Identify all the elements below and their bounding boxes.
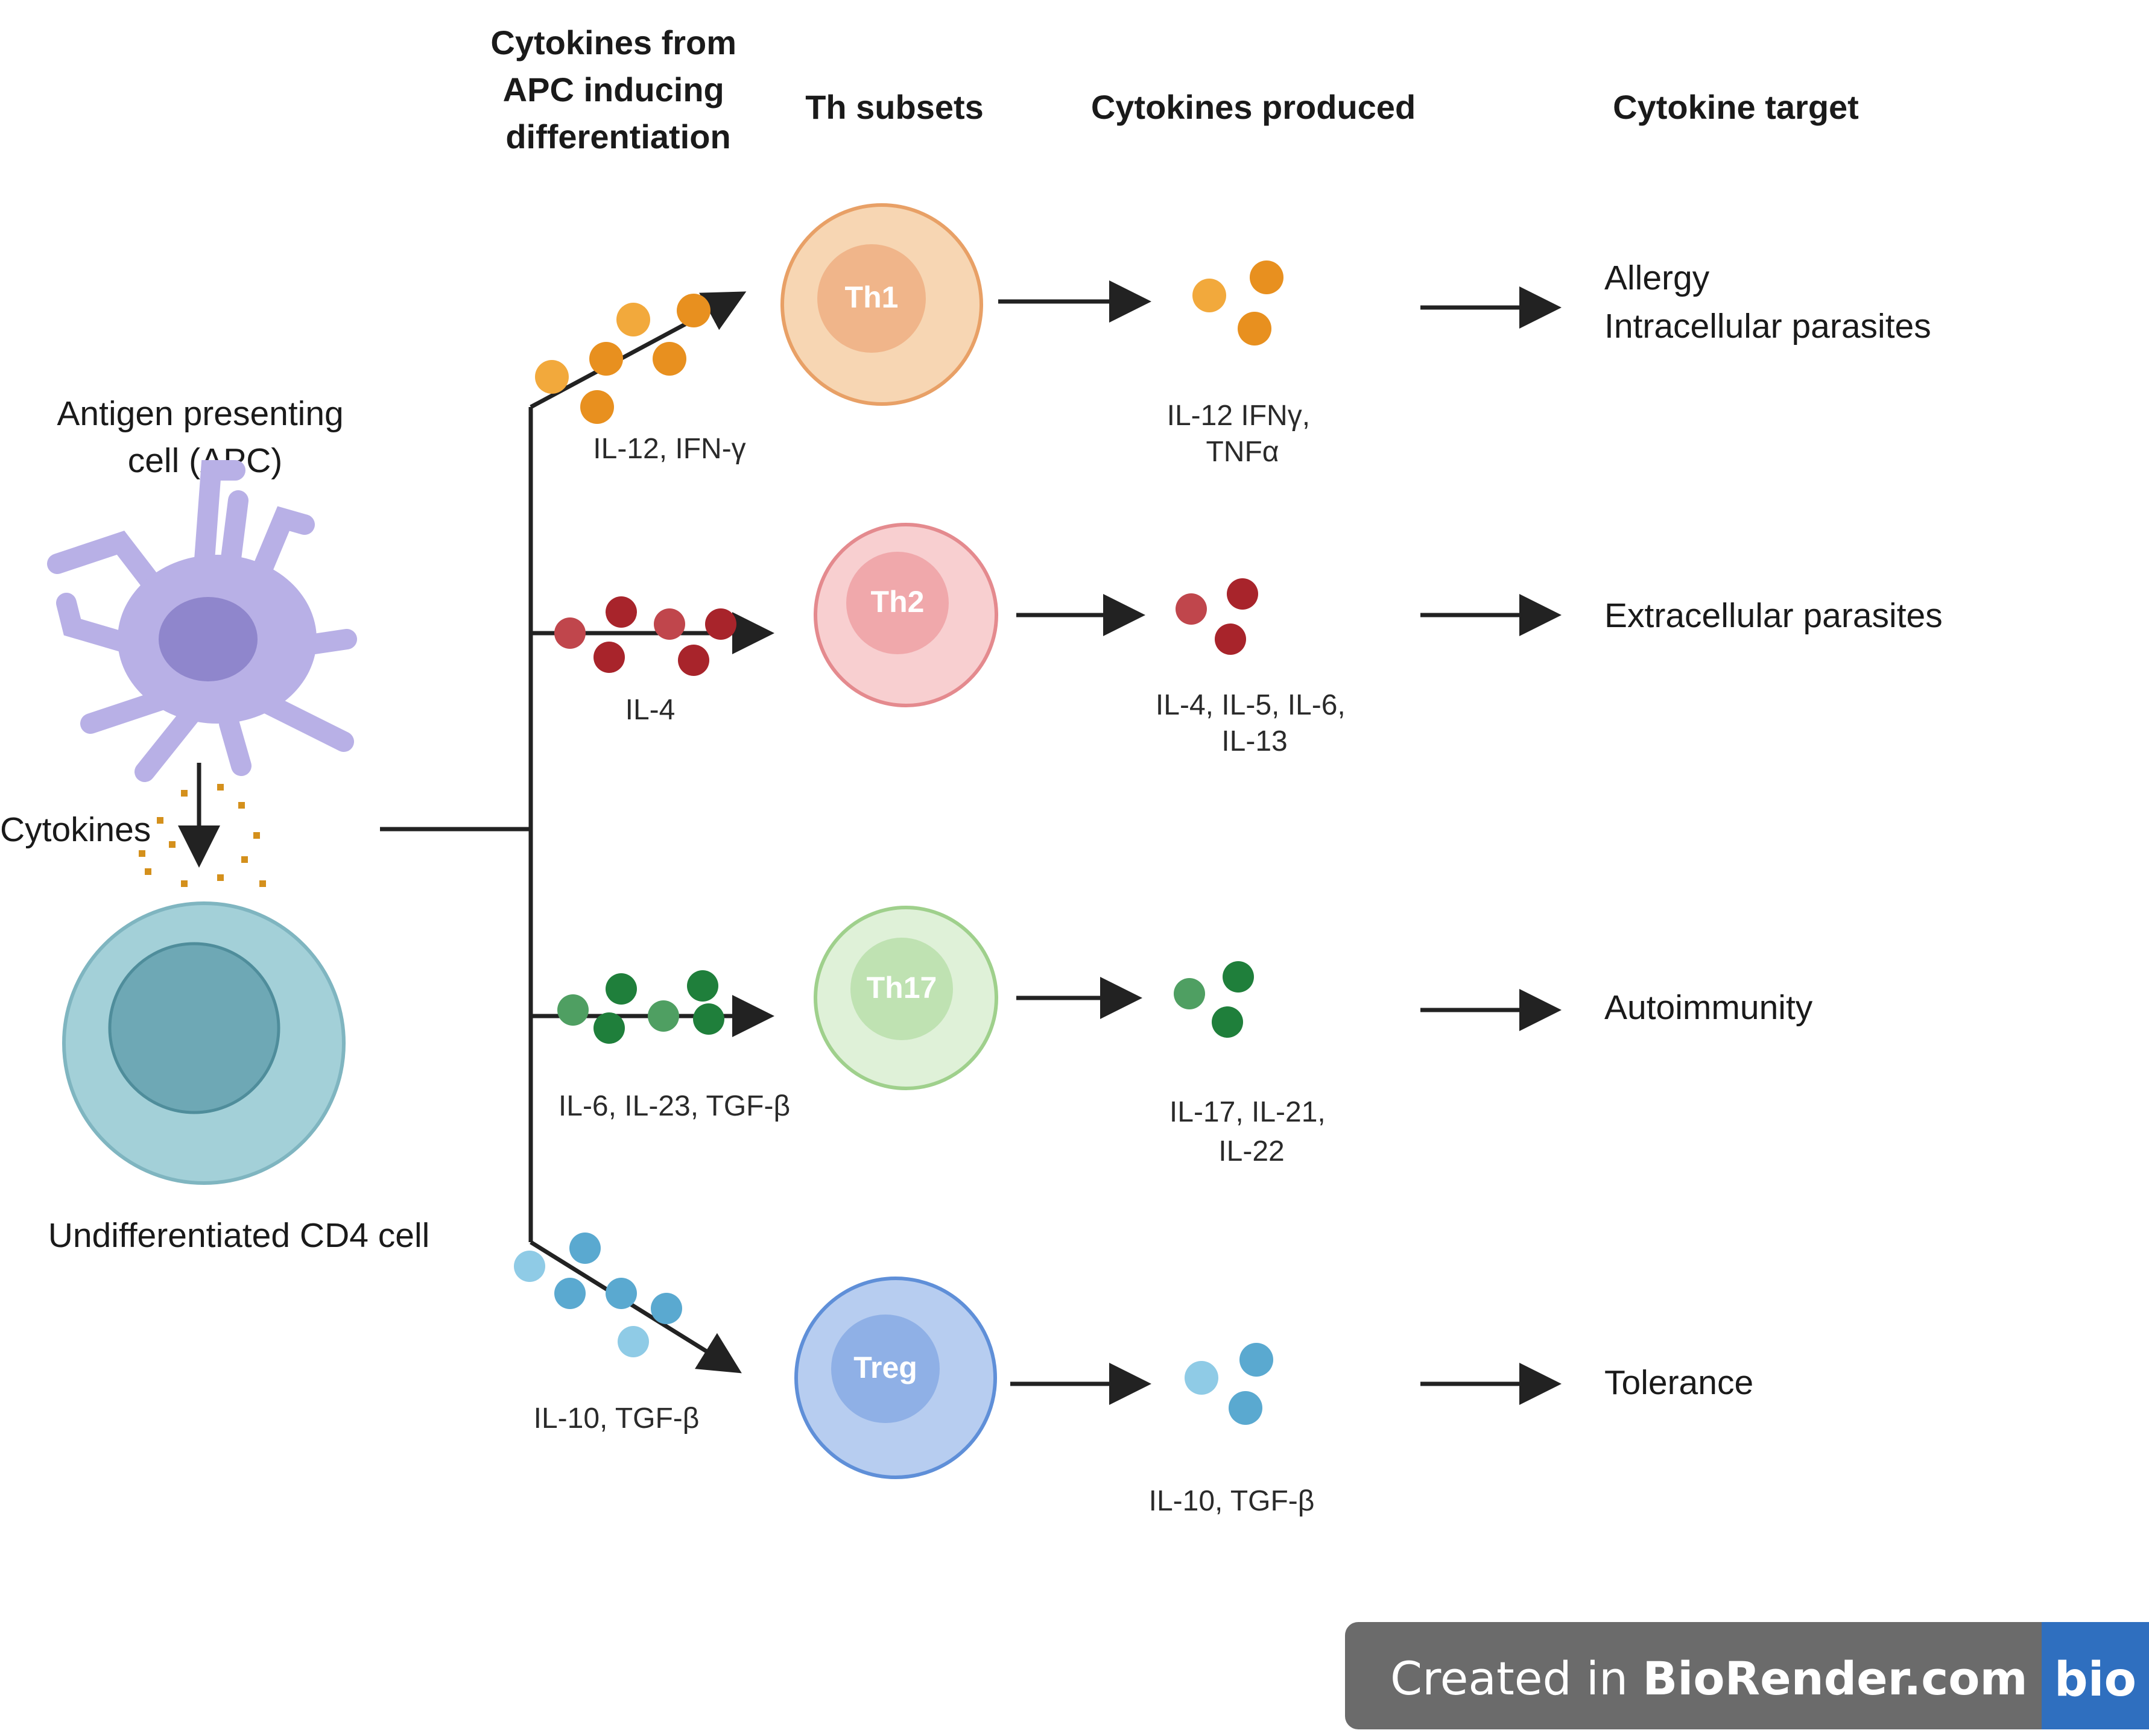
th1-produced-label: IL-12 IFNγ, TNFα xyxy=(1167,400,1318,468)
th2-produced-dot xyxy=(1176,593,1207,625)
apc-cytokine-speck xyxy=(238,802,245,809)
watermark-bar xyxy=(1345,1622,2149,1729)
th2-produced-dot xyxy=(1215,623,1246,655)
th2-inducing-dot xyxy=(705,608,736,640)
treg-inducing-dot xyxy=(618,1326,649,1357)
apc-cytokine-speck xyxy=(157,817,163,824)
apc-cytokine-speck xyxy=(217,874,224,881)
th2-produced-label: IL-4, IL-5, IL-6, IL-13 xyxy=(1156,689,1353,757)
th1-inducing-dot xyxy=(677,294,711,327)
header-th-subsets: Th subsets xyxy=(805,88,984,126)
treg-branch-arrow xyxy=(530,1240,742,1374)
watermark-badge-label: bio xyxy=(2054,1653,2136,1707)
apc-cytokine-speck xyxy=(241,856,248,863)
th2-inducing-dot xyxy=(606,596,637,628)
watermark-text: Created in BioRender.com xyxy=(1390,1652,2028,1705)
treg-cell: Treg xyxy=(794,1277,997,1479)
biorender-watermark: Created in BioRender.com bio xyxy=(1345,1622,2149,1729)
apc-cytokine-speck xyxy=(217,784,224,791)
apc-cytokine-speck xyxy=(145,868,151,875)
apc-cytokine-speck xyxy=(253,832,260,839)
th2-cell: Th2 xyxy=(814,523,998,707)
treg-produced-dot xyxy=(1229,1391,1262,1425)
th2-inducing-dot xyxy=(554,617,586,649)
th17-produced-dot xyxy=(1223,961,1254,993)
apc-cytokine-speck xyxy=(259,880,266,887)
th17-produced-dot xyxy=(1212,1006,1243,1038)
apc-cytokine-speck xyxy=(169,841,176,848)
apc-cytokine-speck xyxy=(181,880,188,887)
th1-inducing-dot xyxy=(616,303,650,336)
treg-inducing-dot xyxy=(569,1233,601,1264)
th2-inducing-dot xyxy=(593,642,625,673)
th17-inducing-dot xyxy=(557,994,589,1026)
th17-inducing-dot xyxy=(693,1003,724,1035)
th2-inducing-dot xyxy=(654,608,685,640)
th2-produced-dot xyxy=(1227,578,1258,610)
th2-inducing-dot xyxy=(678,645,709,676)
th17-inducing-dot xyxy=(593,1012,625,1044)
th1-inducing-dot xyxy=(580,390,614,424)
watermark-badge xyxy=(2042,1622,2149,1729)
apc-cytokine-speck xyxy=(181,790,188,797)
cd4-label: Undifferentiated CD4 cell xyxy=(48,1216,430,1255)
th1-produced-dot xyxy=(1238,312,1271,346)
header-cytokines-produced: Cytokines produced xyxy=(1091,88,1416,126)
th1-target-label: Allergy Intracellular parasites xyxy=(1604,259,1931,346)
th17-inducing-dot xyxy=(648,1000,679,1032)
treg-label: Treg xyxy=(853,1351,917,1384)
treg-inducing-dot xyxy=(554,1278,586,1309)
th1-produced-dot xyxy=(1250,260,1283,294)
th17-inducing-dot xyxy=(687,970,718,1002)
th1-inducing-dot xyxy=(589,342,623,376)
cd4-cell-icon xyxy=(62,901,346,1185)
th1-produced-dot xyxy=(1192,279,1226,312)
apc-cell-icon xyxy=(47,460,357,782)
th17-produced-label: IL-17, IL-21, IL-22 xyxy=(1169,1096,1334,1167)
treg-produced-label: IL-10, TGF-β xyxy=(1149,1485,1315,1517)
treg-inducing-dot xyxy=(514,1251,545,1282)
th17-inducing-dot xyxy=(606,973,637,1005)
treg-inducing-dot xyxy=(651,1293,682,1324)
th1-inducing-dot xyxy=(535,360,569,394)
th17-target-label: Autoimmunity xyxy=(1604,988,1813,1027)
cytokines-label: Cytokines xyxy=(0,810,151,849)
header-cytokine-target: Cytokine target xyxy=(1613,88,1859,126)
apc-cytokine-dots xyxy=(139,784,266,887)
th2-inducing-label: IL-4 xyxy=(625,694,676,726)
treg-produced-dot xyxy=(1239,1343,1273,1377)
th17-inducing-label: IL-6, IL-23, TGF-β xyxy=(559,1090,790,1122)
th17-produced-dot xyxy=(1174,978,1205,1009)
header-apc-cytokines: Cytokines from APC inducing differentiat… xyxy=(490,24,745,156)
treg-produced-dot xyxy=(1185,1361,1218,1395)
th1-inducing-label: IL-12, IFN-γ xyxy=(593,433,745,465)
th17-label: Th17 xyxy=(867,971,937,1005)
th1-label: Th1 xyxy=(845,280,899,314)
apc-cytokine-speck xyxy=(139,850,145,857)
treg-target-label: Tolerance xyxy=(1604,1363,1753,1402)
th2-target-label: Extracellular parasites xyxy=(1604,596,1943,635)
th2-label: Th2 xyxy=(871,585,925,619)
treg-inducing-dot xyxy=(606,1278,637,1309)
treg-inducing-label: IL-10, TGF-β xyxy=(534,1403,700,1435)
th1-cell: Th1 xyxy=(780,203,983,406)
th1-inducing-dot xyxy=(653,342,686,376)
th17-cell: Th17 xyxy=(814,906,998,1090)
